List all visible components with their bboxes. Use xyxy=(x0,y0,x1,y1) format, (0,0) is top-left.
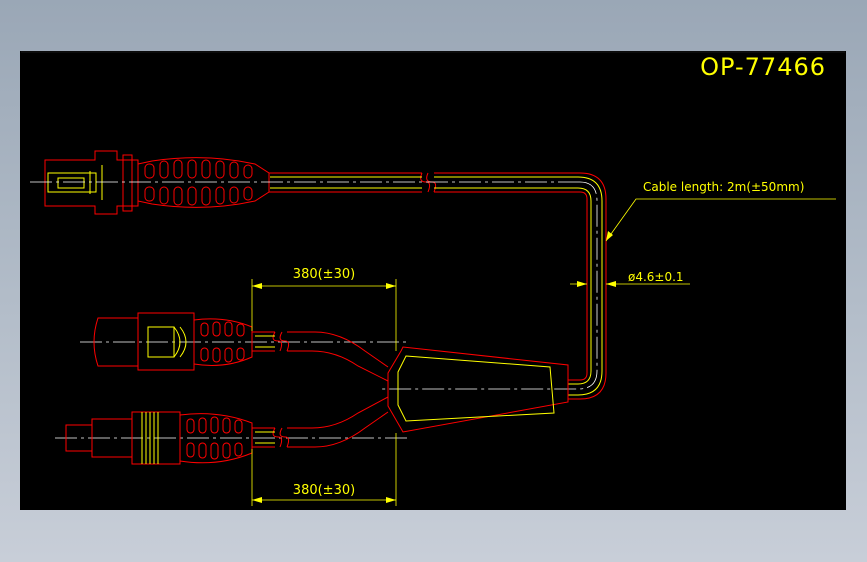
main-cable xyxy=(269,172,607,400)
top-branch-connector xyxy=(93,312,253,371)
splitter-body xyxy=(387,346,569,433)
cable-length-label: Cable length: 2m(±50mm) xyxy=(643,180,804,194)
dimension-lines xyxy=(251,198,836,506)
dimension-arrows xyxy=(252,231,616,503)
cable-diameter-label: ø4.6±0.1 xyxy=(628,270,684,284)
bottom-branch-length-label: 380(±30) xyxy=(293,483,355,498)
centerlines xyxy=(30,181,598,439)
part-number-title: OP-77466 xyxy=(700,53,826,81)
cable-drawing-svg: OP-77466 xyxy=(21,51,845,506)
cad-drawing-canvas: OP-77466 xyxy=(20,51,846,510)
bottom-branch-connector xyxy=(65,411,253,465)
main-connector xyxy=(44,150,270,215)
top-branch-cable xyxy=(252,331,389,382)
top-branch-length-label: 380(±30) xyxy=(293,267,355,282)
bottom-branch-cable xyxy=(252,396,389,448)
